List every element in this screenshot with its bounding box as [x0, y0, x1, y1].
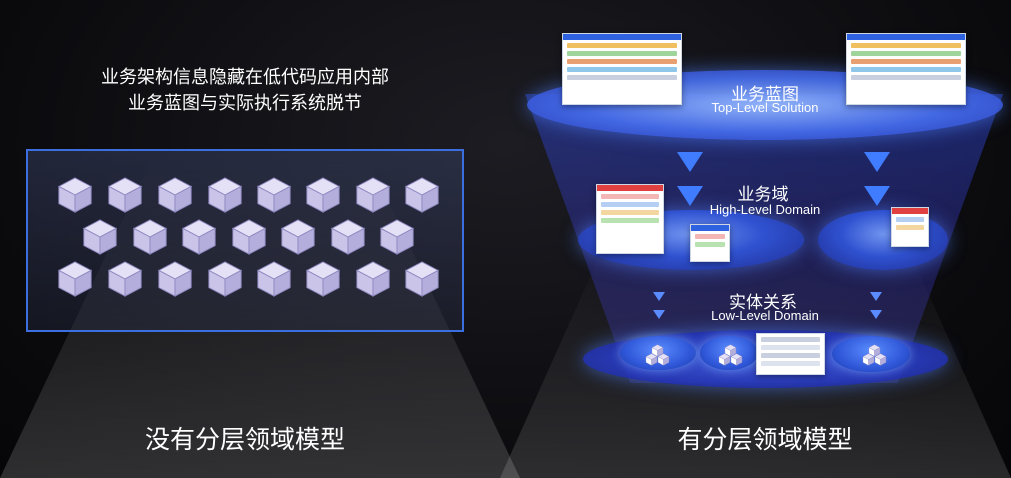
- arrow-down-icon: [653, 310, 665, 319]
- arrow-down-icon: [677, 186, 703, 206]
- tier-top-subtitle: Top-Level Solution: [711, 100, 819, 115]
- left-caption-line-2: 业务蓝图与实际执行系统脱节: [128, 93, 362, 114]
- cube-icon: [403, 260, 441, 298]
- tier-low-title: 实体关系: [729, 293, 797, 313]
- cube-icon: [56, 176, 94, 214]
- cube-icon: [403, 176, 441, 214]
- cube-icon: [304, 176, 342, 214]
- blueprint-thumbnail-left: [562, 33, 682, 105]
- left-bottom-label: 没有分层领域模型: [144, 425, 345, 454]
- cube-icon: [255, 176, 293, 214]
- cube-icon: [81, 218, 119, 256]
- arrow-down-icon: [870, 292, 882, 301]
- cube-icon: [206, 176, 244, 214]
- tier-high-title: 业务域: [737, 185, 789, 205]
- cube-icon: [378, 218, 416, 256]
- domain-thumbnail-2: [690, 224, 730, 262]
- blueprint-thumbnail-right: [846, 33, 966, 105]
- left-caption-line-1: 业务架构信息隐藏在低代码应用内部: [101, 67, 389, 88]
- cube-icon: [56, 260, 94, 298]
- cube-icon: [106, 260, 144, 298]
- cube-icon: [304, 260, 342, 298]
- tier-top-title: 业务蓝图: [731, 85, 799, 105]
- cube-icon: [230, 218, 268, 256]
- cube-icon: [106, 176, 144, 214]
- arrow-down-icon: [870, 310, 882, 319]
- cube-icon: [156, 260, 194, 298]
- cube-icon: [354, 260, 392, 298]
- cube-icon: [718, 351, 731, 366]
- right-bottom-label: 有分层领域模型: [677, 425, 853, 454]
- cube-icon: [651, 342, 664, 357]
- cube-icon: [354, 176, 392, 214]
- arrow-down-icon: [677, 152, 703, 172]
- cube-icon: [657, 351, 670, 366]
- cube-icon: [180, 218, 218, 256]
- cube-icon: [868, 342, 881, 357]
- arrow-down-icon: [864, 152, 890, 172]
- arrow-down-icon: [864, 186, 890, 206]
- cube-icon: [131, 218, 169, 256]
- tier-high-subtitle: High-Level Domain: [709, 202, 821, 217]
- cube-icon: [645, 351, 658, 366]
- cube-icon: [874, 351, 887, 366]
- tier-low-subtitle: Low-Level Domain: [711, 308, 819, 323]
- cube-icon: [724, 342, 737, 357]
- cube-icon: [156, 176, 194, 214]
- cube-icon: [255, 260, 293, 298]
- cube-icon: [329, 218, 367, 256]
- left-caption: 业务架构信息隐藏在低代码应用内部 业务蓝图与实际执行系统脱节: [40, 65, 450, 117]
- domain-thumbnail-1: [596, 184, 664, 254]
- entity-thumbnail: [756, 333, 825, 375]
- cube-icon: [279, 218, 317, 256]
- arrow-down-icon: [653, 292, 665, 301]
- domain-thumbnail-3: [891, 207, 929, 247]
- cube-icon: [206, 260, 244, 298]
- cube-icon: [730, 351, 743, 366]
- cube-icon: [862, 351, 875, 366]
